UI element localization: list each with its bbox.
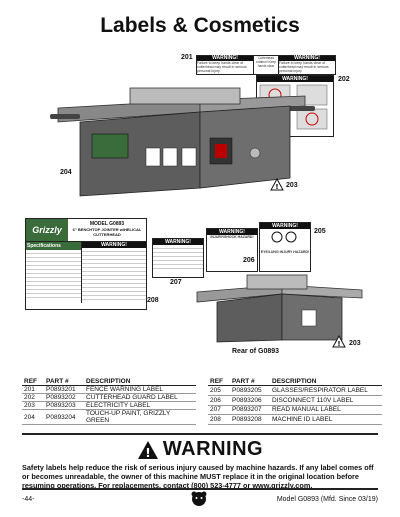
cell-description: MACHINE ID LABEL	[270, 414, 382, 425]
model-footer: Model G0893 (Mfd. Since 03/19)	[276, 496, 378, 503]
id-label-warning-word: WARNING!	[82, 242, 146, 248]
rear-caption: Rear of G0893	[232, 348, 280, 355]
callout-204: 204	[60, 169, 72, 176]
electricity-warning-icon-rear: !	[332, 335, 346, 348]
cutterhead-label-top: Cutterhead rotation! Keep hands clear	[256, 56, 276, 68]
electricity-warning-icon: !	[270, 178, 284, 191]
cell-ref: 205	[208, 385, 230, 396]
svg-text:!: !	[275, 183, 278, 191]
callout-206: 206	[243, 257, 255, 264]
cell-part: P0893207	[230, 405, 270, 416]
col-ref: REF	[208, 378, 230, 386]
jointer-front-illustration	[50, 87, 315, 197]
cell-part: P0893206	[230, 395, 270, 406]
glasses-respirator-label: WARNING! EYE/LUNG INJURY HAZARD!	[259, 222, 311, 272]
manual-warning-word: WARNING!	[153, 239, 203, 245]
cell-ref: 201	[22, 385, 44, 394]
callout-203-front: 203	[286, 182, 298, 189]
page-number: -44-	[22, 496, 35, 503]
manual-lines	[153, 245, 203, 271]
fence-label-text-2: Failure to keep hands clear of cutterhea…	[279, 61, 329, 73]
glasses-warning-word: WARNING!	[260, 223, 310, 229]
specifications-heading: Specifications	[26, 242, 81, 250]
warning-word: WARNING!	[197, 56, 253, 61]
warning-bottom-rule	[22, 488, 378, 490]
machine-name: 6" BENCHTOP JOINTER w/HELICAL CUTTERHEAD	[72, 227, 142, 237]
warning-top-rule	[22, 433, 378, 435]
eye-lung-text: EYE/LUNG INJURY HAZARD!	[260, 250, 310, 254]
warning-block: ! WARNING Safety labels help reduce the …	[22, 438, 378, 490]
grizzly-logo: Grizzly	[26, 219, 68, 241]
cell-description: FENCE WARNING LABEL	[84, 385, 196, 394]
warning-lines	[82, 248, 146, 303]
disconnect-label: WARNING! INJURY/SHOCK HAZARD!	[206, 228, 258, 272]
fence-label-text: Failure to keep hands clear of cutterhea…	[197, 61, 247, 73]
machine-model: MODEL G0893	[89, 221, 125, 227]
spec-lines	[26, 250, 81, 300]
cell-part: P0893205	[230, 385, 270, 396]
cell-description: READ MANUAL LABEL	[270, 405, 382, 416]
jointer-rear-illustration	[196, 274, 363, 343]
grizzly-badge	[91, 133, 129, 159]
cell-ref: 208	[208, 414, 230, 425]
cell-part: P0893201	[44, 385, 84, 394]
cell-description: ELECTRICITY LABEL	[84, 401, 196, 410]
callout-205: 205	[314, 228, 326, 235]
warning-heading: WARNING	[162, 438, 264, 460]
page-title: Labels & Cosmetics	[100, 14, 300, 37]
cell-ref: 203	[22, 401, 44, 410]
fence-warning-label: WARNING! Failure to keep hands clear of …	[196, 55, 336, 75]
cell-description: GLASSES/RESPIRATOR LABEL	[270, 385, 382, 396]
cell-description: CUTTERHEAD GUARD LABEL	[84, 393, 196, 402]
cell-part: P0893208	[230, 414, 270, 425]
guard-warning-word: WARNING!	[257, 76, 333, 82]
col-ref: REF	[22, 378, 44, 386]
cell-ref: 206	[208, 395, 230, 406]
warning-text: Safety labels help reduce the risk of se…	[22, 463, 374, 490]
cell-part: P0893202	[44, 393, 84, 402]
col-part: PART #	[44, 378, 84, 386]
cell-description: DISCONNECT 110V LABEL	[270, 395, 382, 406]
callout-201: 201	[181, 54, 193, 61]
cell-ref: 207	[208, 405, 230, 416]
cell-ref: 204	[22, 409, 44, 425]
cell-ref: 202	[22, 393, 44, 402]
warning-triangle-icon: !	[137, 440, 158, 460]
machine-id-label: Grizzly MODEL G0893 6" BENCHTOP JOINTER …	[25, 218, 147, 310]
callout-203-rear: 203	[349, 340, 361, 347]
callout-202: 202	[338, 76, 350, 83]
cell-part: P0893203	[44, 401, 84, 410]
read-manual-label: WARNING!	[152, 238, 204, 278]
cell-part: P0893204	[44, 409, 84, 425]
col-description: DESCRIPTION	[270, 378, 382, 386]
warning-word-2: WARNING!	[279, 56, 335, 61]
callout-207: 207	[170, 279, 182, 286]
goggles-icon	[271, 231, 297, 243]
injury-shock-text: INJURY/SHOCK HAZARD!	[210, 235, 254, 239]
col-description: DESCRIPTION	[84, 378, 196, 386]
cell-description: TOUCH-UP PAINT, GRIZZLY GREEN	[84, 409, 196, 425]
svg-text:!: !	[145, 446, 150, 460]
bear-logo-icon	[191, 491, 207, 506]
col-part: PART #	[230, 378, 270, 386]
disconnect-warning-word: WARNING!	[207, 229, 257, 235]
svg-text:!: !	[337, 340, 340, 348]
callout-208: 208	[147, 297, 159, 304]
